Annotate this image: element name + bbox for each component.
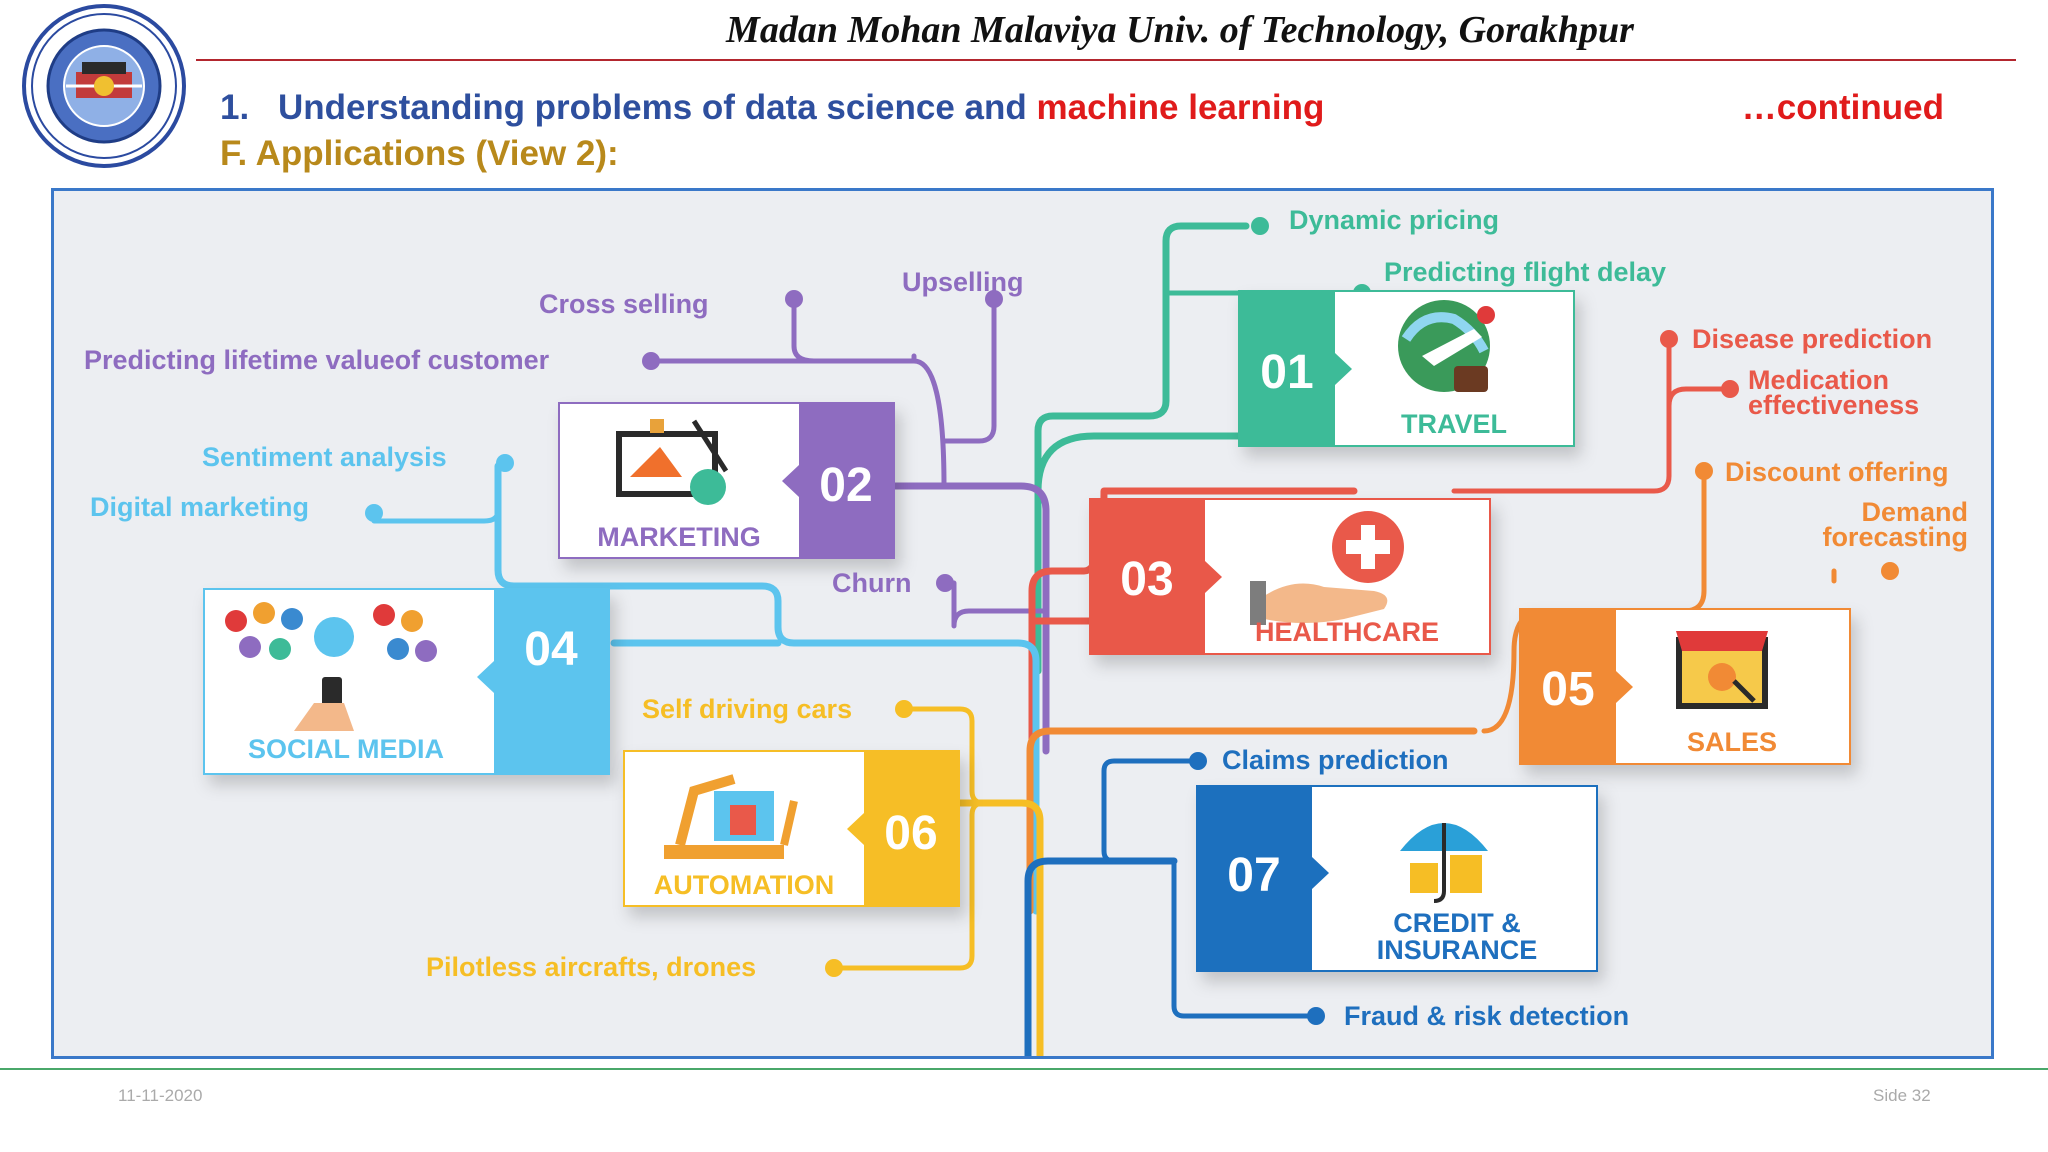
card-healthcare bbox=[1089, 498, 1491, 655]
storefront-icon bbox=[1676, 631, 1768, 709]
travel-branch bbox=[1034, 222, 1250, 675]
label-medication-line1: Medication bbox=[1748, 365, 1889, 395]
card-credit-number: 07 bbox=[1227, 849, 1280, 902]
robot-arm-icon bbox=[664, 774, 798, 859]
applications-tree: 01 TRAVEL 02 MARKETING 03 HEALTHCARE bbox=[84, 205, 1968, 1056]
heading-text: Understanding problems of data science a… bbox=[278, 88, 1027, 127]
label-pilotless-aircrafts: Pilotless aircrafts, drones bbox=[426, 952, 756, 982]
label-churn: Churn bbox=[832, 568, 911, 598]
card-healthcare-number: 03 bbox=[1120, 553, 1173, 606]
card-marketing bbox=[558, 402, 895, 559]
label-fraud-detection: Fraud & risk detection bbox=[1344, 1001, 1629, 1031]
heading-number: 1. bbox=[220, 88, 250, 127]
continued-label: …continued bbox=[1741, 88, 1944, 127]
healthcare-medication-line bbox=[1666, 386, 1727, 409]
card-credit-insurance bbox=[1196, 785, 1598, 972]
label-cross-selling: Cross selling bbox=[539, 289, 709, 319]
automation-drones-line bbox=[831, 800, 987, 971]
credit-branch bbox=[1024, 857, 1178, 1056]
card-travel-number: 01 bbox=[1260, 346, 1313, 399]
label-digital-marketing: Digital marketing bbox=[90, 492, 309, 522]
university-title: Madan Mohan Malaviya Univ. of Technology… bbox=[726, 9, 1634, 51]
credit-claims-line bbox=[1101, 758, 1201, 864]
healthcare-disease-line bbox=[1451, 338, 1672, 494]
card-healthcare-title: HEALTHCARE bbox=[1255, 617, 1439, 647]
globe-airplane-icon bbox=[1398, 300, 1495, 392]
label-upselling: Upselling bbox=[902, 267, 1024, 297]
card-sales-number: 05 bbox=[1541, 663, 1594, 716]
slide-subheading: F. Applications (View 2): bbox=[220, 134, 619, 173]
label-demand-line2: forecasting bbox=[1822, 522, 1968, 552]
marketing-upselling-line bbox=[941, 303, 997, 444]
label-demand-line1: Demand bbox=[1861, 497, 1968, 527]
card-travel-title: TRAVEL bbox=[1401, 409, 1507, 439]
footer-date: 11-11-2020 bbox=[118, 1086, 203, 1105]
label-dynamic-pricing: Dynamic pricing bbox=[1289, 205, 1499, 235]
footer-divider bbox=[0, 1068, 2048, 1070]
marketing-lifetime-line bbox=[648, 353, 917, 364]
social-media-digital-line bbox=[371, 508, 501, 524]
card-marketing-title: MARKETING bbox=[597, 522, 761, 552]
footer-slide-number: Side 32 bbox=[1873, 1086, 1931, 1105]
travel-branch-card bbox=[1034, 432, 1248, 495]
label-medication-line2: effectiveness bbox=[1748, 390, 1919, 420]
automation-branch bbox=[950, 799, 1044, 1056]
card-credit-title-line2: INSURANCE bbox=[1377, 935, 1538, 965]
label-claims-prediction: Claims prediction bbox=[1222, 745, 1449, 775]
university-logo bbox=[22, 4, 186, 168]
heading-highlight: machine learning bbox=[1036, 88, 1325, 127]
marketing-churn-line bbox=[951, 580, 1049, 629]
people-network-icon bbox=[225, 602, 437, 731]
umbrella-coins-icon bbox=[1400, 823, 1488, 903]
label-sentiment-analysis: Sentiment analysis bbox=[202, 442, 447, 472]
credit-fraud-line bbox=[1171, 858, 1319, 1019]
label-flight-delay: Predicting flight delay bbox=[1384, 257, 1666, 287]
label-self-driving-cars: Self driving cars bbox=[642, 694, 852, 724]
sales-branch bbox=[1026, 727, 1478, 915]
label-disease-prediction: Disease prediction bbox=[1692, 324, 1932, 354]
slide-heading: 1. Understanding problems of data science… bbox=[220, 88, 1324, 128]
hand-red-cross-icon bbox=[1250, 511, 1404, 625]
monitor-marketing-icon bbox=[616, 419, 729, 505]
card-sales-title: SALES bbox=[1687, 727, 1777, 757]
header-divider bbox=[196, 59, 2016, 61]
card-automation-title: AUTOMATION bbox=[654, 870, 834, 900]
card-social-media-title: SOCIAL MEDIA bbox=[248, 734, 444, 764]
label-discount-offering: Discount offering bbox=[1725, 457, 1949, 487]
social-media-branch bbox=[494, 462, 1040, 915]
label-lifetime-value: Predicting lifetime valueof customer bbox=[84, 345, 550, 375]
card-social-media-number: 04 bbox=[524, 623, 578, 676]
applications-diagram: 01 TRAVEL 02 MARKETING 03 HEALTHCARE bbox=[51, 188, 1994, 1059]
card-marketing-number: 02 bbox=[819, 459, 872, 512]
sales-demand-line bbox=[1481, 568, 1837, 734]
marketing-branch bbox=[862, 482, 1050, 755]
card-automation-number: 06 bbox=[884, 807, 937, 860]
card-credit-title-line1: CREDIT & bbox=[1393, 908, 1521, 938]
